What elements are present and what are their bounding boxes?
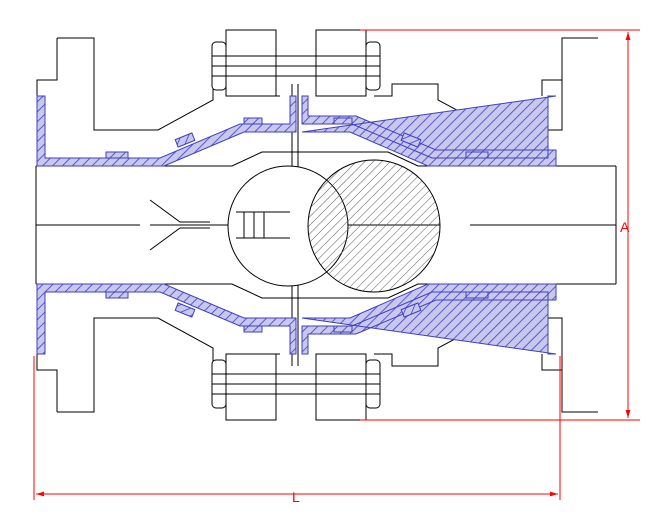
lining: [36, 95, 557, 355]
height-dimension-label: A: [620, 219, 630, 235]
bolts-bottom: [211, 353, 381, 421]
ball: [227, 159, 441, 293]
dimension-l: [33, 356, 561, 500]
length-dimension-label: L: [292, 489, 300, 505]
dimension-a: [360, 29, 640, 421]
bolts-top: [211, 29, 381, 97]
stem-slot: [236, 211, 290, 239]
